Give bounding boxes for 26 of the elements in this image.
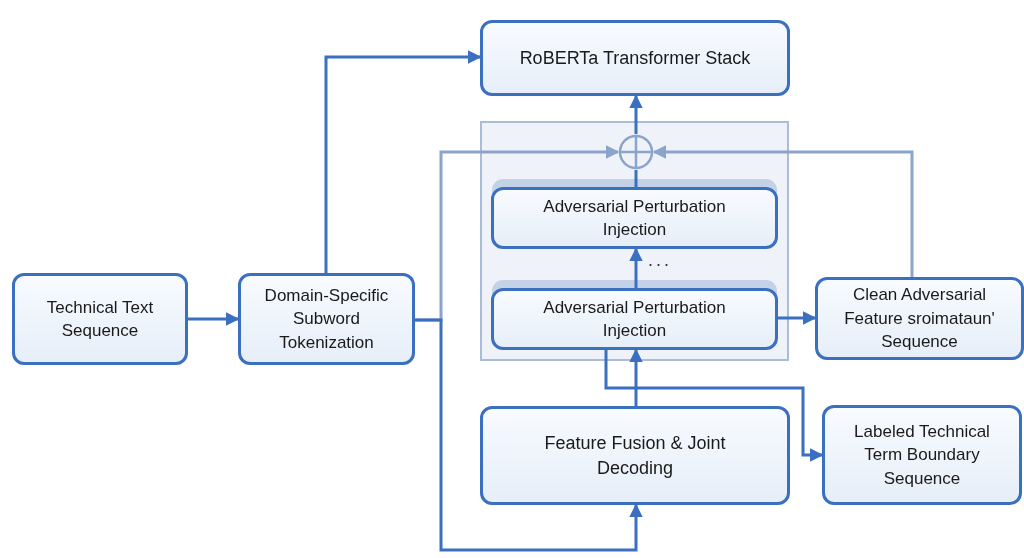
box-label: RoBERTa Transformer Stack (518, 46, 752, 70)
arrow (629, 348, 643, 406)
arrow (415, 318, 643, 552)
process-box (822, 405, 1022, 505)
arrow (652, 145, 914, 277)
process-box (12, 273, 188, 365)
box-label: Technical Text Sequence (45, 296, 155, 342)
group-panel (480, 121, 789, 361)
box-label: Feature Fusion & Joint Decoding (543, 431, 727, 480)
process-box (480, 20, 790, 96)
arrow (188, 312, 240, 326)
process-box (815, 277, 1024, 360)
ellipsis-text: ... (648, 250, 672, 271)
arrow (629, 247, 643, 288)
box-label: Adversarial Perturbation Injection (542, 296, 727, 342)
arrow (604, 350, 824, 462)
box-label: Domain-Specific Subword Tokenization (263, 284, 390, 354)
sum-circle-icon (618, 134, 654, 170)
arrow (778, 311, 817, 325)
box-label: Adversarial Perturbation Injection (542, 195, 727, 241)
arrow (324, 50, 482, 273)
process-box (238, 273, 415, 365)
box-label: Clean Adversarial Feature sroimataun' Sequence (843, 284, 996, 354)
box-label: Labeled Technical Term Boundary Sequence (853, 420, 991, 490)
process-box (480, 406, 790, 505)
arrow (629, 94, 643, 134)
